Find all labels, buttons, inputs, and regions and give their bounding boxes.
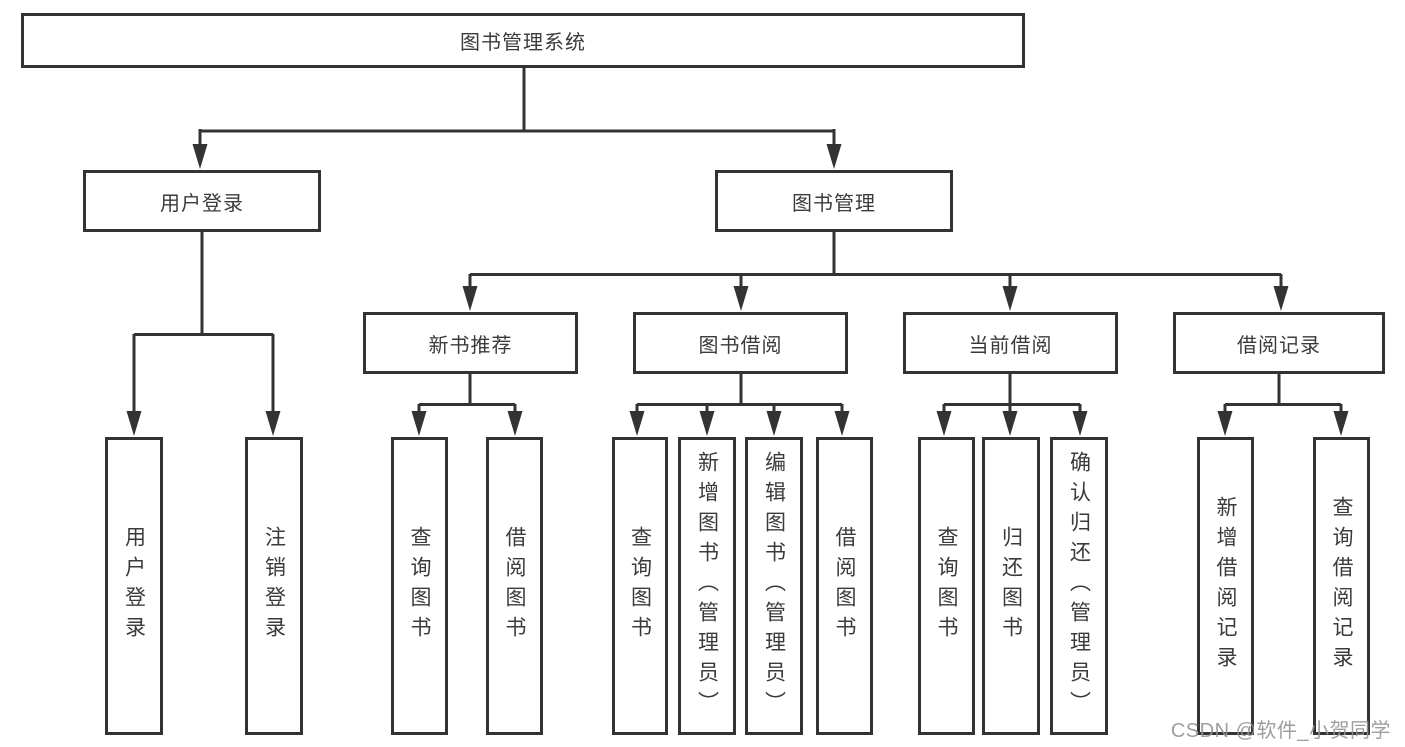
node-root: 图书管理系统 [21, 13, 1025, 68]
node-book-borrow: 图书借阅 [633, 312, 848, 374]
leaf-add-borrow-record-label: 新增借阅记录 [1214, 496, 1237, 676]
arrow-down-icon [1333, 411, 1349, 436]
leaf-add-borrow-record: 新增借阅记录 [1197, 437, 1254, 735]
leaf-confirm-return-admin: 确认归还（管理员） [1050, 437, 1108, 735]
leaf-query-borrow-record-label: 查询借阅记录 [1330, 496, 1353, 676]
arrow-down-icon [766, 411, 782, 436]
arrow-down-icon [1273, 286, 1289, 311]
connector-currentborrow-branch [942, 374, 1082, 416]
connector-borrowrecord-branch [1223, 374, 1343, 416]
node-book-management-label: 图书管理 [792, 192, 876, 215]
leaf-recommend-query-book-label: 查询图书 [408, 526, 431, 646]
connector-newrec-branch [417, 374, 517, 416]
leaf-query-borrow-record: 查询借阅记录 [1313, 437, 1370, 735]
node-borrow-record-label: 借阅记录 [1237, 334, 1321, 357]
leaf-return-book-label: 归还图书 [999, 526, 1023, 646]
node-new-book-recommend: 新书推荐 [363, 312, 578, 374]
node-user-login: 用户登录 [83, 170, 321, 232]
arrow-down-icon [936, 411, 952, 436]
leaf-borrow-book: 借阅图书 [816, 437, 873, 735]
arrow-down-icon [1072, 411, 1088, 436]
arrow-down-icon [1217, 411, 1233, 436]
arrow-down-icon [411, 411, 427, 436]
connector-login-branch [132, 232, 275, 416]
leaf-edit-book-admin-label: 编辑图书（管理员） [762, 451, 786, 721]
leaf-borrow-query-book-label: 查询图书 [628, 526, 652, 646]
arrow-down-icon [699, 411, 715, 436]
arrow-down-icon [192, 144, 208, 169]
arrow-down-icon [1002, 411, 1018, 436]
leaf-current-query-book-label: 查询图书 [935, 526, 958, 646]
arrow-down-icon [826, 144, 842, 169]
arrow-down-icon [733, 286, 749, 311]
leaf-user-login: 用户登录 [105, 437, 163, 735]
leaf-add-book-admin: 新增图书（管理员） [678, 437, 736, 735]
node-current-borrow-label: 当前借阅 [968, 334, 1053, 357]
connector-root-to-level2 [198, 68, 836, 150]
arrow-down-icon [265, 411, 281, 436]
node-current-borrow: 当前借阅 [903, 312, 1118, 374]
node-user-login-label: 用户登录 [160, 192, 244, 215]
arrow-down-icon [507, 411, 523, 436]
arrow-down-icon [834, 411, 850, 436]
leaf-recommend-borrow-book-label: 借阅图书 [503, 526, 526, 646]
leaf-confirm-return-admin-label: 确认归还（管理员） [1067, 451, 1091, 721]
connector-mgmt-to-level3 [468, 232, 1283, 292]
leaf-borrow-query-book: 查询图书 [612, 437, 668, 735]
node-book-management: 图书管理 [715, 170, 953, 232]
node-root-label: 图书管理系统 [460, 32, 586, 54]
leaf-recommend-query-book: 查询图书 [391, 437, 448, 735]
leaf-edit-book-admin: 编辑图书（管理员） [745, 437, 803, 735]
arrow-down-icon [462, 286, 478, 311]
leaf-return-book: 归还图书 [982, 437, 1040, 735]
arrow-down-icon [629, 411, 645, 436]
leaf-borrow-book-label: 借阅图书 [833, 526, 856, 646]
arrow-down-icon [1002, 286, 1018, 311]
arrow-down-icon [126, 411, 142, 436]
connector-bookborrow-branch [635, 374, 844, 416]
leaf-user-login-label: 用户登录 [122, 526, 146, 646]
leaf-add-book-admin-label: 新增图书（管理员） [695, 451, 719, 721]
leaf-logout-label: 注销登录 [262, 526, 286, 646]
csdn-watermark: CSDN @软件_小贺同学 [1170, 720, 1391, 742]
leaf-current-query-book: 查询图书 [918, 437, 975, 735]
leaf-logout: 注销登录 [245, 437, 303, 735]
node-book-borrow-label: 图书借阅 [698, 334, 783, 357]
node-new-book-recommend-label: 新书推荐 [428, 334, 513, 357]
leaf-recommend-borrow-book: 借阅图书 [486, 437, 543, 735]
node-borrow-record: 借阅记录 [1173, 312, 1385, 374]
